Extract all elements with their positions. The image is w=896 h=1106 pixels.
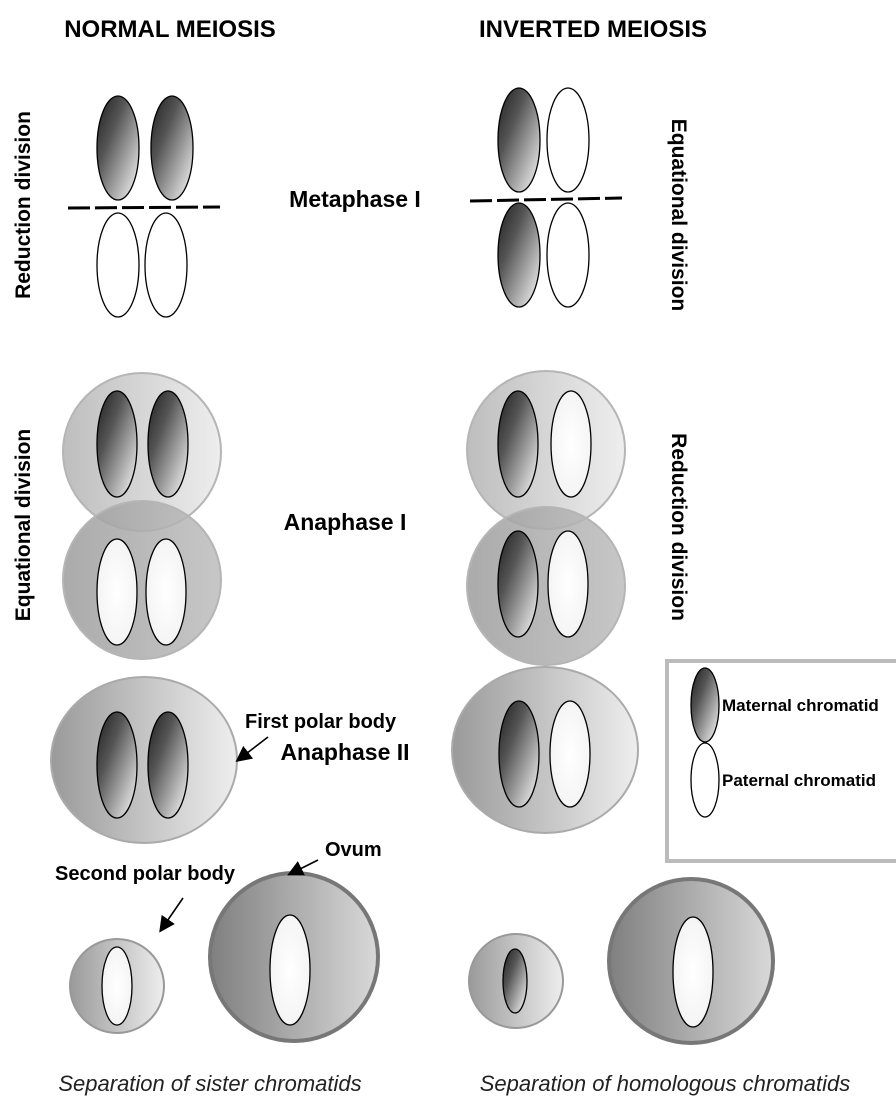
- paternal-chromatid: [550, 701, 590, 807]
- anaphase-2-normal: [51, 677, 237, 843]
- lower-cell: [63, 501, 221, 659]
- metaphase-plate: [68, 207, 220, 208]
- lower-cell: [467, 507, 625, 665]
- paternal-chromatid: [97, 539, 137, 645]
- maternal-chromatid: [151, 96, 193, 200]
- paternal-chromatid: [547, 88, 589, 192]
- metaphase-1-inverted: [470, 88, 622, 307]
- anaphase-1-label: Anaphase I: [284, 509, 407, 535]
- paternal-chromatid: [97, 213, 139, 317]
- maternal-chromatid: [498, 391, 538, 497]
- inverted-reduction-label: Reduction division: [667, 433, 690, 621]
- legend-paternal-label: Paternal chromatid: [722, 771, 876, 790]
- inverted-meiosis-heading: INVERTED MEIOSIS: [479, 16, 707, 43]
- maternal-chromatid: [148, 391, 188, 497]
- anaphase-1-inverted: [467, 371, 625, 665]
- normal-equational-label: Equational division: [12, 429, 35, 622]
- legend-maternal-label: Maternal chromatid: [722, 696, 879, 715]
- first-polar-body-arrow: [238, 737, 268, 760]
- anaphase-2-label: Anaphase II: [280, 739, 409, 765]
- paternal-chromatid: [547, 203, 589, 307]
- legend-maternal-swatch: [691, 668, 719, 742]
- paternal-chromatid: [548, 531, 588, 637]
- legend-paternal-swatch: [691, 743, 719, 817]
- maternal-chromatid: [498, 88, 540, 192]
- maternal-chromatid: [97, 391, 137, 497]
- metaphase-plate: [470, 198, 622, 201]
- maternal-chromatid: [498, 203, 540, 307]
- products-inverted: [469, 879, 773, 1043]
- metaphase-1-label: Metaphase I: [289, 186, 421, 212]
- paternal-chromatid: [145, 213, 187, 317]
- ovum-label: Ovum: [325, 839, 382, 861]
- inverted-caption: Separation of homologous chromatids: [480, 1071, 851, 1096]
- metaphase-1-normal: [68, 96, 220, 317]
- paternal-chromatid: [102, 947, 132, 1025]
- anaphase-2-inverted: [452, 667, 638, 833]
- paternal-chromatid: [270, 915, 310, 1025]
- maternal-chromatid: [148, 712, 188, 818]
- normal-reduction-label: Reduction division: [12, 111, 35, 299]
- anaphase-1-normal: [63, 373, 221, 659]
- first-polar-body-label: First polar body: [245, 711, 397, 733]
- legend: Maternal chromatid Paternal chromatid: [667, 661, 896, 861]
- upper-cell: [467, 371, 625, 529]
- paternal-chromatid: [673, 917, 713, 1027]
- first-polar-body-cell: [452, 667, 638, 833]
- maternal-chromatid: [503, 949, 527, 1013]
- first-polar-body-cell: [51, 677, 237, 843]
- products-normal: [70, 873, 378, 1041]
- second-polar-body-arrow: [161, 898, 183, 930]
- normal-meiosis-heading: NORMAL MEIOSIS: [64, 16, 276, 43]
- paternal-chromatid: [146, 539, 186, 645]
- paternal-chromatid: [551, 391, 591, 497]
- second-polar-body-label: Second polar body: [55, 863, 236, 885]
- inverted-equational-label: Equational division: [667, 119, 690, 312]
- maternal-chromatid: [499, 701, 539, 807]
- maternal-chromatid: [498, 531, 538, 637]
- normal-caption: Separation of sister chromatids: [58, 1071, 361, 1096]
- maternal-chromatid: [97, 96, 139, 200]
- maternal-chromatid: [97, 712, 137, 818]
